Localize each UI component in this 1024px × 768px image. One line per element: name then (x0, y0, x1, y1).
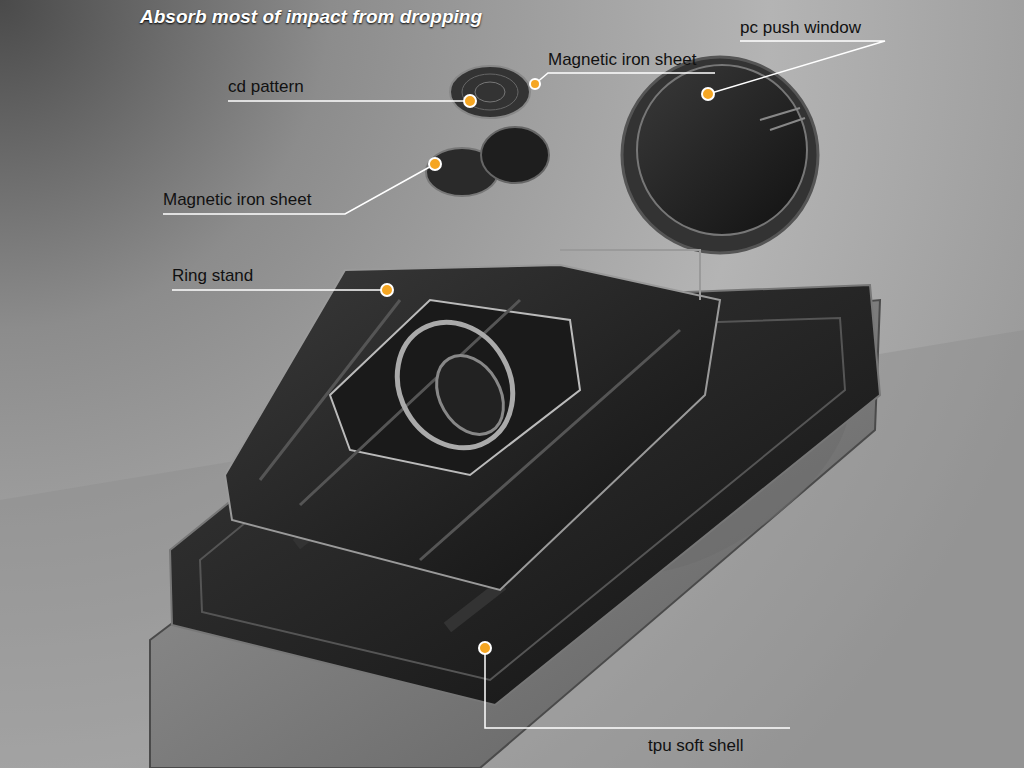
magnetic-sheet (481, 127, 549, 183)
leader-line (708, 41, 885, 94)
leader-dot (464, 95, 476, 107)
leader-dot (381, 284, 393, 296)
leader-line (228, 100, 470, 102)
leader-dots (381, 79, 714, 654)
frame-ribs (260, 300, 680, 560)
ring-stand-hinge (423, 344, 517, 447)
frame-arm (560, 250, 700, 300)
leader-dot (429, 158, 441, 170)
cd-ring (462, 74, 518, 110)
leader-line (485, 648, 790, 728)
part-label: Magnetic iron sheet (548, 50, 696, 70)
title: Absorb most of impact from dropping (140, 6, 482, 28)
part-label: Ring stand (172, 266, 253, 286)
leader-line (535, 73, 715, 84)
cd-ring (475, 82, 505, 102)
leader-line (163, 164, 435, 214)
leader-lines (163, 41, 885, 728)
push-window-ring (622, 57, 818, 253)
window-slider-lines (760, 108, 805, 130)
cd-disc (450, 66, 530, 118)
ring-stand (375, 301, 535, 469)
leader-dot (702, 88, 714, 100)
leader-line (172, 289, 387, 291)
armour-frame (225, 265, 720, 590)
leader-dot (479, 642, 491, 654)
frame-center (330, 300, 580, 475)
leader-dot (530, 79, 540, 89)
part-label: cd pattern (228, 77, 304, 97)
part-label: tpu soft shell (648, 736, 743, 756)
part-label: Magnetic iron sheet (163, 190, 311, 210)
part-label: pc push window (740, 18, 861, 38)
